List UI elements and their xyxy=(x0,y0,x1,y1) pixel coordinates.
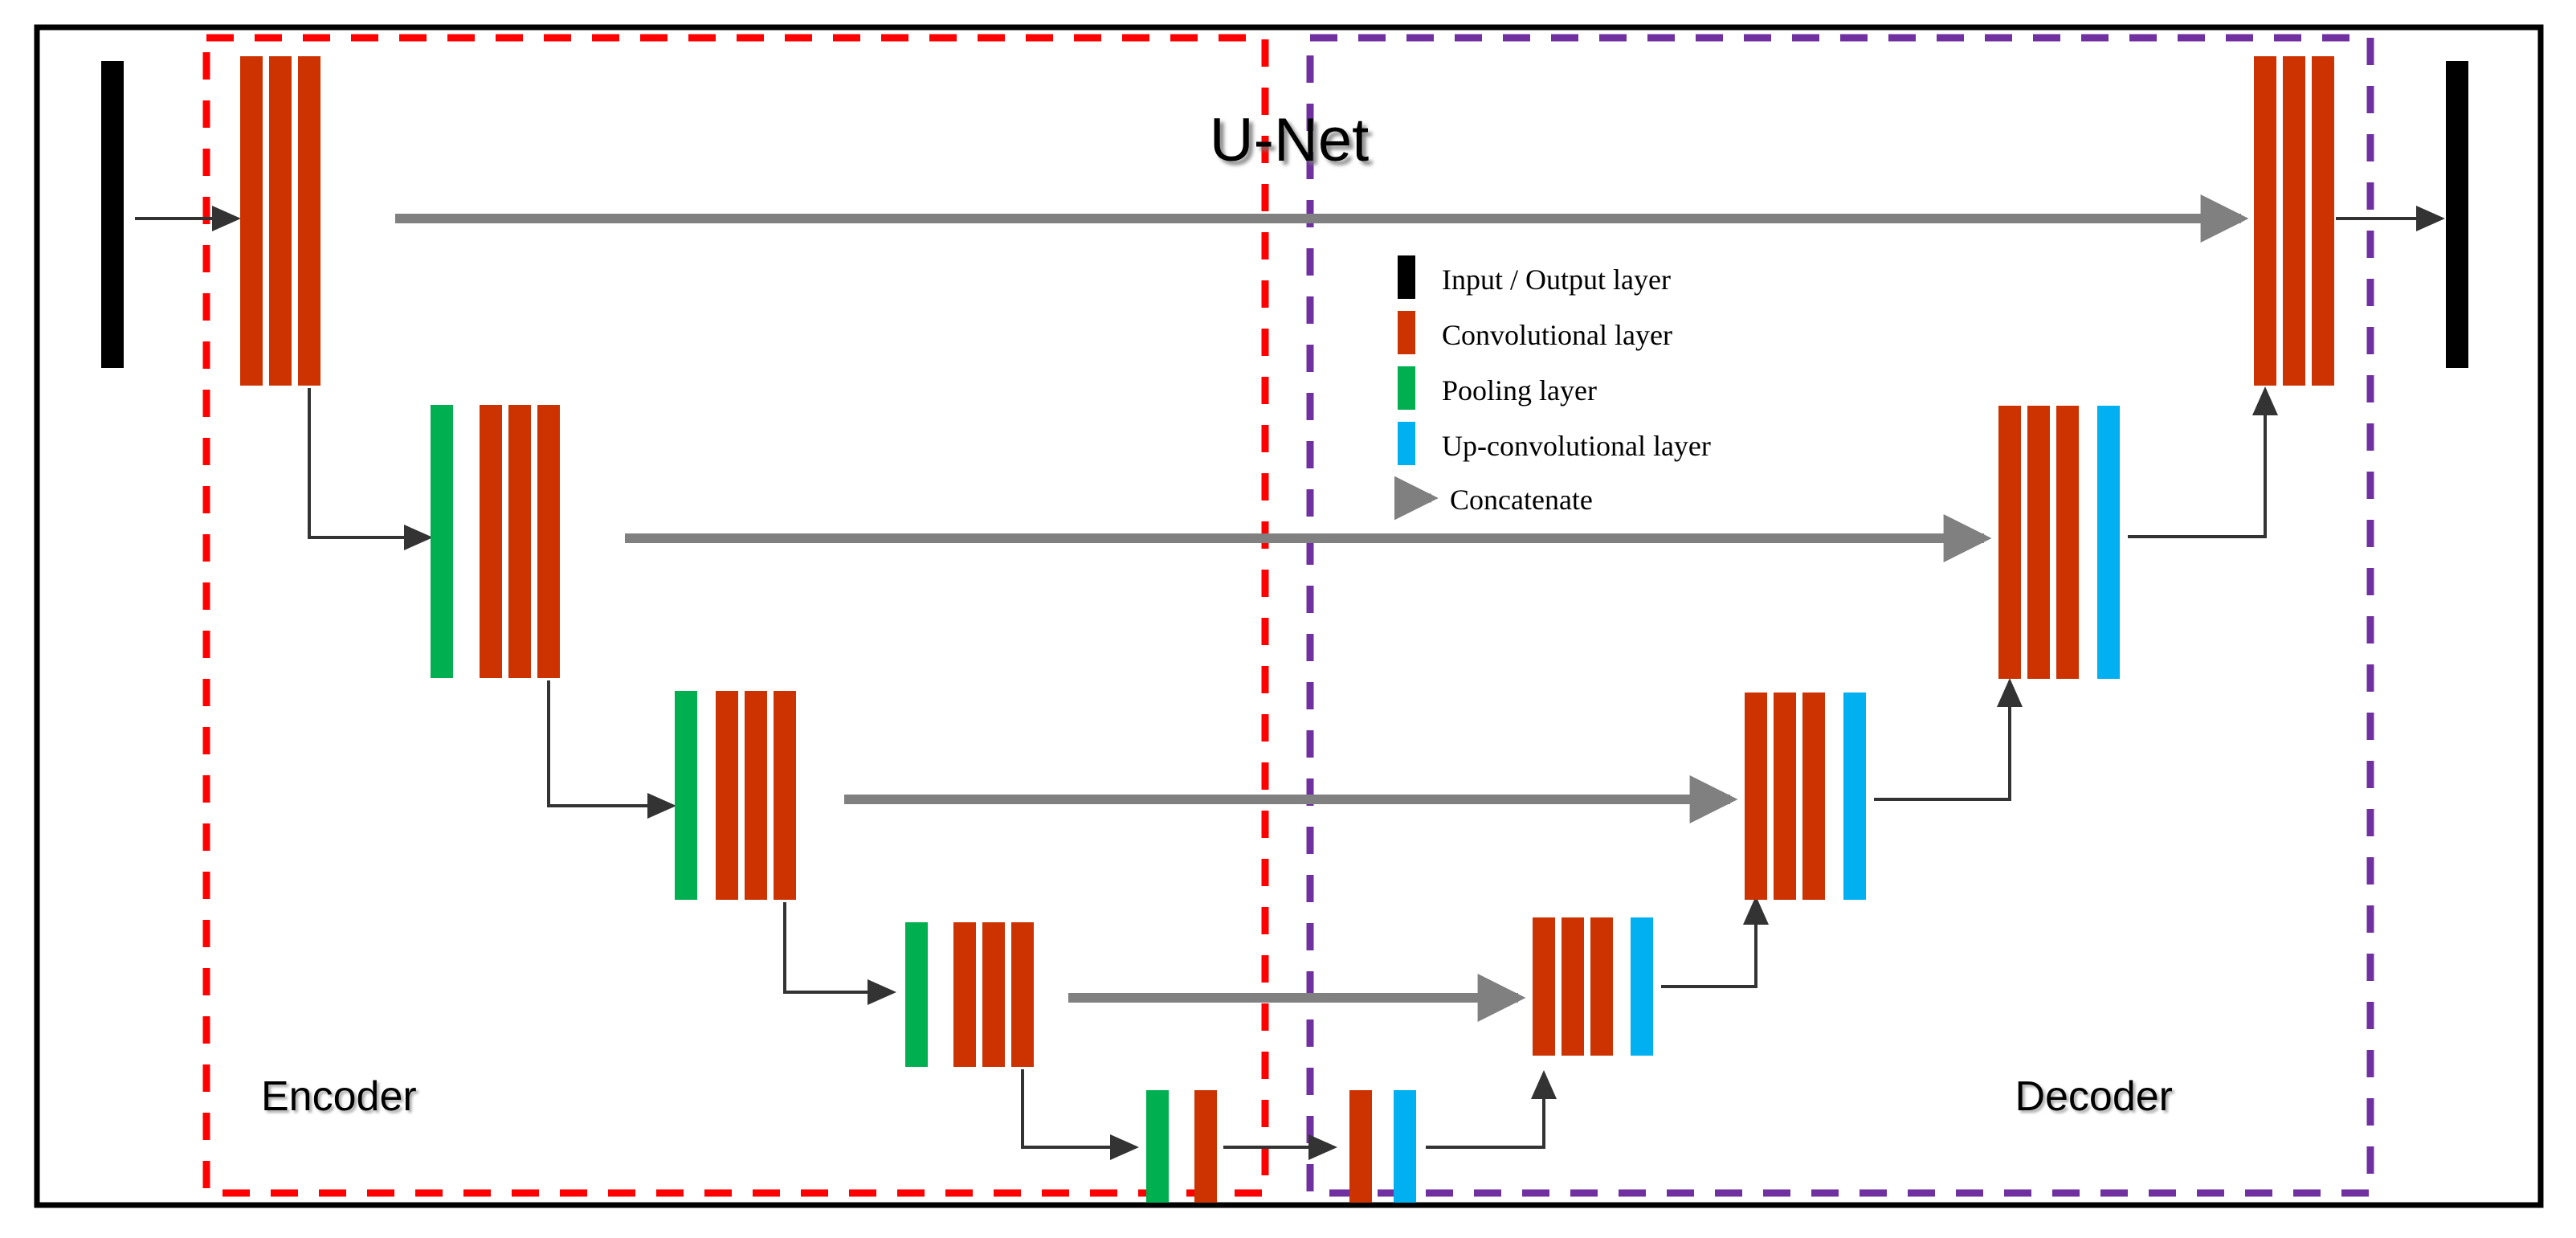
page-title: U-Net xyxy=(1210,106,1369,174)
legend-label: Input / Output layer xyxy=(1442,264,1671,296)
conv-layer-bar xyxy=(2056,406,2079,679)
conv-layer-bar xyxy=(1533,917,1555,1056)
encoder-level-1-block xyxy=(240,56,320,386)
legend-item-input-output: Input / Output layer xyxy=(1398,255,1671,299)
encoder-level-2-block xyxy=(431,405,560,678)
encoder-label: Encoder xyxy=(261,1073,417,1120)
conv-layer-bar xyxy=(982,922,1005,1067)
upconv-layer-bar xyxy=(2097,406,2120,679)
legend-item-convolutional: Convolutional layer xyxy=(1398,311,1672,354)
conv-layer-bar xyxy=(1194,1090,1217,1203)
conv-layer-bar xyxy=(480,405,502,678)
pooling-layer-bar xyxy=(675,691,697,900)
red-bar-swatch xyxy=(1398,311,1415,354)
decoder-region-box xyxy=(1306,34,2374,1197)
conv-layer-bar xyxy=(1745,693,1767,900)
conv-layer-bar xyxy=(269,56,292,386)
encoder-level-4-block xyxy=(905,922,1034,1067)
pooling-layer-bar xyxy=(431,405,453,678)
conv-layer-bar xyxy=(1590,917,1613,1056)
black-bar-swatch xyxy=(1398,255,1415,299)
decoder-level-4-block xyxy=(1533,917,1653,1056)
input-layer-bar xyxy=(101,61,124,368)
upsample-path-4 xyxy=(1426,1070,1557,1149)
legend-label: Concatenate xyxy=(1450,484,1593,516)
downsample-path-1 xyxy=(308,388,433,550)
legend-label: Up-convolutional layer xyxy=(1442,430,1711,462)
conv-layer-bar xyxy=(2283,56,2305,386)
blue-bar-swatch xyxy=(1398,422,1415,465)
upsample-path-2 xyxy=(1874,678,2023,801)
conv-layer-bar xyxy=(953,922,976,1067)
encoder-level-3-block xyxy=(675,691,796,900)
conv-layer-bar xyxy=(240,56,263,386)
upconv-layer-bar xyxy=(1631,917,1653,1056)
output-layer-bar xyxy=(2446,61,2468,368)
bottleneck-encoder-block xyxy=(1146,1090,1217,1203)
conv-layer-bar xyxy=(1562,917,1584,1056)
legend-item-upconvolutional: Up-convolutional layer xyxy=(1398,422,1711,465)
legend: Input / Output layer Convolutional layer… xyxy=(1394,255,1711,521)
conv-layer-bar xyxy=(1349,1090,1372,1203)
upconv-layer-bar xyxy=(1843,693,1866,900)
conv-layer-bar xyxy=(774,691,796,900)
decoder-level-3-block xyxy=(1745,693,1866,900)
conv-layer-bar xyxy=(537,405,560,678)
conv-layer-bar xyxy=(1011,922,1034,1067)
upconv-layer-bar xyxy=(1394,1090,1416,1203)
upsample-path-3 xyxy=(1661,896,1769,988)
downsample-path-2 xyxy=(547,680,676,819)
conv-layer-bar xyxy=(2312,56,2334,386)
conv-layer-bar xyxy=(298,56,320,386)
green-bar-swatch xyxy=(1398,366,1415,410)
conv-layer-bar xyxy=(1998,406,2021,679)
legend-label: Pooling layer xyxy=(1442,374,1597,407)
conv-layer-bar xyxy=(1774,693,1796,900)
pooling-layer-bar xyxy=(905,922,928,1067)
conv-layer-bar xyxy=(508,405,531,678)
decoder-level-2-block xyxy=(1998,406,2120,679)
bottleneck-decoder-block xyxy=(1349,1090,1416,1203)
conv-layer-bar xyxy=(2254,56,2276,386)
upsample-path-1 xyxy=(2128,386,2278,538)
pooling-layer-bar xyxy=(1146,1090,1169,1203)
conv-layer-bar xyxy=(716,691,738,900)
downsample-path-4 xyxy=(1021,1069,1139,1160)
decoder-level-1-block xyxy=(2254,56,2334,386)
decoder-label: Decoder xyxy=(2015,1073,2173,1120)
legend-item-pooling: Pooling layer xyxy=(1398,366,1597,410)
conv-layer-bar xyxy=(2027,406,2050,679)
downsample-path-3 xyxy=(783,902,896,1005)
conv-layer-bar xyxy=(745,691,767,900)
legend-label: Convolutional layer xyxy=(1442,319,1672,351)
legend-item-concatenate: Concatenate xyxy=(1394,476,1593,521)
diagram-frame xyxy=(34,24,2544,1208)
conv-layer-bar xyxy=(1802,693,1825,900)
